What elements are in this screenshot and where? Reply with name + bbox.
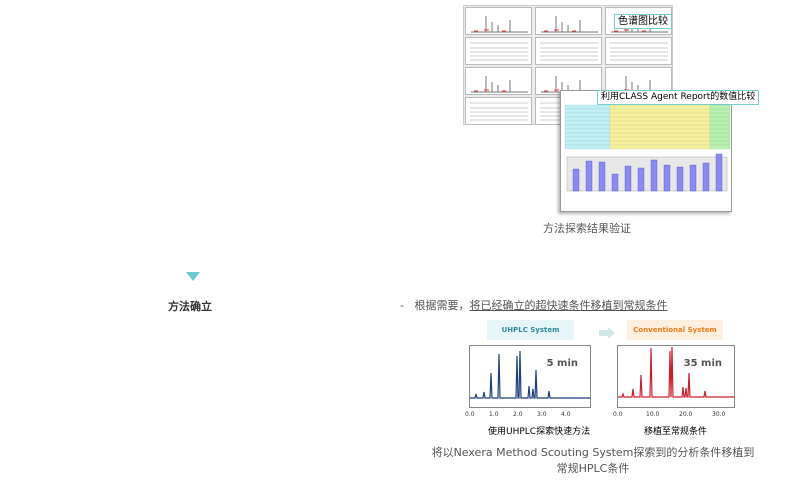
thumb-table (535, 37, 602, 65)
thumb-table (465, 37, 532, 65)
axis-tick-label: 4.0 (561, 411, 571, 418)
axis-tick-label: 1.0 (489, 411, 499, 418)
triangle-down-icon (186, 272, 200, 281)
axis-tick-label: 30.0 (712, 411, 726, 418)
axis-tick-label: 0.0 (613, 411, 623, 418)
conventional-system-label: Conventional System (627, 320, 723, 340)
bullet-line: - 根据需要，将已经确立的超快速条件移植到常规条件 (400, 297, 667, 313)
axis-tick-label: 20.0 (679, 411, 693, 418)
report-comparison-label: 利用CLASS Agent Report的数值比较 (597, 90, 760, 105)
axis-tick-label: 2.0 (513, 411, 523, 418)
thumb-chart (465, 67, 532, 95)
verification-caption: 方法探索结果验证 (543, 222, 631, 235)
arrow-right-icon (599, 324, 615, 343)
thumb-table (605, 37, 672, 65)
thumb-chart (465, 7, 532, 35)
thumb-table (465, 97, 532, 125)
uhplc-chromatogram: 5 min (469, 345, 591, 408)
axis-tick-label: 0.0 (465, 411, 475, 418)
conventional-chromatogram: 35 min (617, 345, 735, 408)
section-title: 方法确立 (168, 300, 212, 313)
report-chart (564, 104, 731, 192)
bullet-dash: - (400, 299, 404, 312)
chromatogram-comparison-label: 色谱图比较 (614, 14, 672, 29)
axis-tick-label: 10.0 (646, 411, 660, 418)
uhplc-run-time: 5 min (546, 358, 578, 369)
conventional-run-time: 35 min (683, 358, 722, 369)
thumb-chart (535, 7, 602, 35)
uhplc-caption: 使用UHPLC探索快速方法 (488, 427, 591, 437)
footer-line-1: 将以Nexera Method Scouting System探索到的分析条件移… (431, 446, 755, 459)
footer-line-2: 常规HPLC条件 (556, 462, 630, 475)
method-transfer-link[interactable]: 将已经确立的超快速条件移植到常规条件 (469, 299, 668, 312)
conventional-caption: 移植至常规条件 (644, 427, 708, 437)
uhplc-system-label: UHPLC System (487, 320, 574, 340)
bullet-prefix: 根据需要， (414, 299, 470, 312)
axis-tick-label: 3.0 (537, 411, 547, 418)
class-agent-report-screenshot (560, 90, 732, 212)
